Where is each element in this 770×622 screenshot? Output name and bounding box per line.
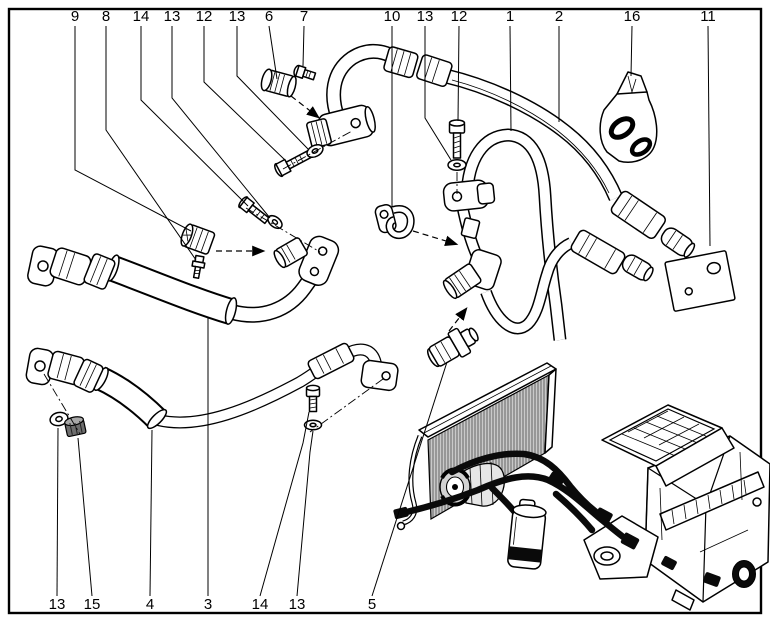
leader-line-top-5 [236, 26, 309, 150]
leader-line-top-6 [268, 25, 278, 80]
leader-line-top-7 [302, 25, 305, 67]
callout-label-top-4: 12 [196, 8, 213, 25]
leader-line-bottom-0 [56, 427, 59, 597]
service-cap-9 [180, 223, 216, 255]
washer-13-lowerleft [49, 411, 69, 427]
leader-line-bottom-5 [296, 430, 314, 597]
axis-line-hose4 [309, 378, 384, 433]
hose-1-assembly [442, 128, 654, 341]
hose-1-mount-fitting [442, 179, 496, 212]
leader-line-top-3 [171, 26, 271, 219]
leader-line-top-13 [630, 25, 633, 77]
hose-1-t-fitting [442, 249, 502, 300]
callout-label-top-11: 1 [506, 8, 514, 25]
callout-label-bottom-3: 3 [204, 596, 212, 613]
callout-label-bottom-2: 4 [146, 596, 154, 613]
leader-line-bottom-6 [371, 361, 448, 597]
leader-line-top-11 [509, 25, 512, 132]
callout-label-top-7: 7 [300, 8, 308, 25]
clamp-10 [374, 203, 415, 240]
nut-15 [64, 416, 87, 438]
callout-label-top-6: 6 [265, 8, 273, 25]
callout-label-top-14: 11 [700, 8, 716, 25]
callout-label-top-5: 13 [229, 8, 246, 25]
o-ring-bag-16 [599, 71, 658, 163]
callout-label-bottom-1: 15 [84, 596, 101, 613]
service-cap-6 [260, 68, 297, 98]
hose-2-end-tip [660, 227, 696, 258]
plate-11 [664, 250, 736, 312]
figure-border [7, 7, 763, 615]
leader-line-top-14 [707, 25, 711, 247]
callout-label-top-9: 13 [417, 8, 434, 25]
hose-2-assembly [306, 43, 696, 258]
washer-13-center [447, 159, 467, 171]
leader-line-top-2 [140, 26, 249, 207]
hose-2-crimp-2 [416, 54, 453, 88]
leader-line-bottom-4 [259, 411, 310, 597]
leader-line-top-10 [457, 25, 460, 122]
hose-1-end-tip [621, 254, 654, 282]
installed-assembly-view [393, 362, 770, 611]
callout-label-bottom-6: 5 [368, 596, 376, 613]
leader-line-top-1 [105, 26, 197, 261]
callout-label-top-12: 2 [555, 8, 563, 25]
callout-label-bottom-4: 14 [252, 596, 269, 613]
assembly-arrows [216, 95, 468, 332]
hose-2-block-fitting [306, 104, 376, 149]
callout-label-top-0: 9 [71, 8, 79, 25]
callout-label-top-1: 8 [102, 8, 110, 25]
axis-line-hose3 [245, 207, 321, 253]
hose-1-collar [460, 217, 481, 239]
axis-line-block [282, 130, 353, 170]
pressure-switch-5 [426, 327, 479, 368]
hose-3-assembly [27, 235, 340, 325]
callout-label-top-2: 14 [133, 8, 150, 25]
callout-label-top-8: 10 [384, 8, 401, 25]
callout-label-top-3: 13 [164, 8, 181, 25]
bolt-12-left [274, 150, 312, 178]
receiver-drier [507, 498, 547, 570]
callout-label-bottom-5: 13 [289, 596, 306, 613]
valve-core-8 [191, 254, 206, 280]
callout-label-top-13: 16 [624, 8, 641, 25]
axis-line-lowerleft [43, 373, 81, 435]
hvac-unit [583, 404, 770, 611]
leader-line-top-9 [424, 26, 452, 161]
callout-label-top-10: 12 [451, 8, 468, 25]
leader-line-top-0 [74, 26, 192, 232]
hose-4-assembly [25, 342, 399, 430]
callout-label-bottom-0: 13 [49, 596, 66, 613]
hose-2-end-crimp [610, 190, 666, 240]
hose-2-crimp-1 [383, 46, 419, 79]
screw-7 [293, 64, 317, 81]
leader-line-bottom-2 [149, 429, 153, 597]
bolt-12-center [448, 119, 466, 159]
leader-line-bottom-1 [77, 437, 93, 597]
bolt-14-hose4 [305, 384, 321, 413]
hose-1-end-crimp [570, 229, 626, 275]
leader-line-top-4 [203, 26, 287, 162]
